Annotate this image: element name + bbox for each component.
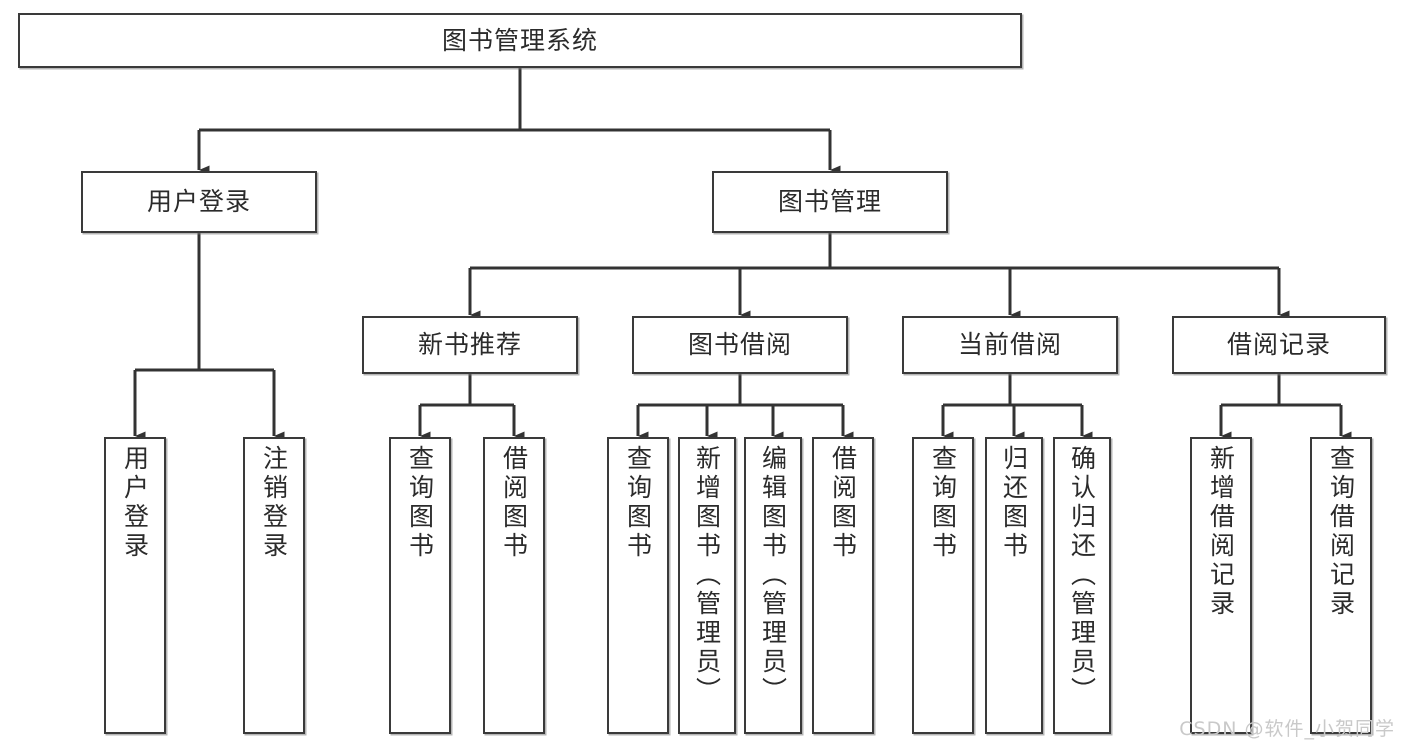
leaf-node-5-label: 新增图书（管理员） [692, 445, 722, 706]
leaf-node-9-label: 归还图书 [999, 445, 1029, 561]
level3-node-3-label: 借阅记录 [1226, 330, 1331, 360]
leaf-node-2-label: 查询图书 [405, 445, 435, 561]
leaf-node-1[interactable]: 注销登录 [243, 437, 305, 734]
leaf-node-11[interactable]: 新增借阅记录 [1190, 437, 1252, 734]
level3-node-0[interactable]: 新书推荐 [362, 316, 578, 374]
level3-node-1-label: 图书借阅 [687, 330, 792, 360]
leaf-node-1-label: 注销登录 [259, 445, 289, 561]
leaf-node-6[interactable]: 编辑图书（管理员） [744, 437, 802, 734]
root-node-0[interactable]: 图书管理系统 [18, 13, 1022, 68]
root-node-0-label: 图书管理系统 [441, 25, 598, 55]
leaf-node-4-label: 查询图书 [623, 445, 653, 561]
leaf-node-0-label: 用户登录 [120, 445, 150, 561]
leaf-node-6-label: 编辑图书（管理员） [758, 445, 788, 706]
level2-node-0-label: 用户登录 [146, 187, 251, 217]
level2-node-0[interactable]: 用户登录 [81, 171, 317, 233]
leaf-node-12-label: 查询借阅记录 [1326, 445, 1356, 619]
leaf-node-3[interactable]: 借阅图书 [483, 437, 545, 734]
level3-node-2[interactable]: 当前借阅 [902, 316, 1118, 374]
leaf-node-4[interactable]: 查询图书 [607, 437, 669, 734]
level2-node-1[interactable]: 图书管理 [712, 171, 948, 233]
leaf-node-7-label: 借阅图书 [828, 445, 858, 561]
leaf-node-10-label: 确认归还（管理员） [1067, 445, 1097, 706]
leaf-node-9[interactable]: 归还图书 [985, 437, 1043, 734]
leaf-node-2[interactable]: 查询图书 [389, 437, 451, 734]
level2-node-1-label: 图书管理 [777, 187, 882, 217]
level3-node-1[interactable]: 图书借阅 [632, 316, 848, 374]
leaf-node-3-label: 借阅图书 [499, 445, 529, 561]
leaf-node-5[interactable]: 新增图书（管理员） [678, 437, 736, 734]
level3-node-2-label: 当前借阅 [957, 330, 1062, 360]
leaf-node-7[interactable]: 借阅图书 [812, 437, 874, 734]
leaf-node-8[interactable]: 查询图书 [912, 437, 974, 734]
leaf-node-11-label: 新增借阅记录 [1206, 445, 1236, 619]
leaf-node-10[interactable]: 确认归还（管理员） [1053, 437, 1111, 734]
level3-node-3[interactable]: 借阅记录 [1172, 316, 1386, 374]
level3-node-0-label: 新书推荐 [417, 330, 522, 360]
leaf-node-0[interactable]: 用户登录 [104, 437, 166, 734]
leaf-node-12[interactable]: 查询借阅记录 [1310, 437, 1372, 734]
leaf-node-8-label: 查询图书 [928, 445, 958, 561]
